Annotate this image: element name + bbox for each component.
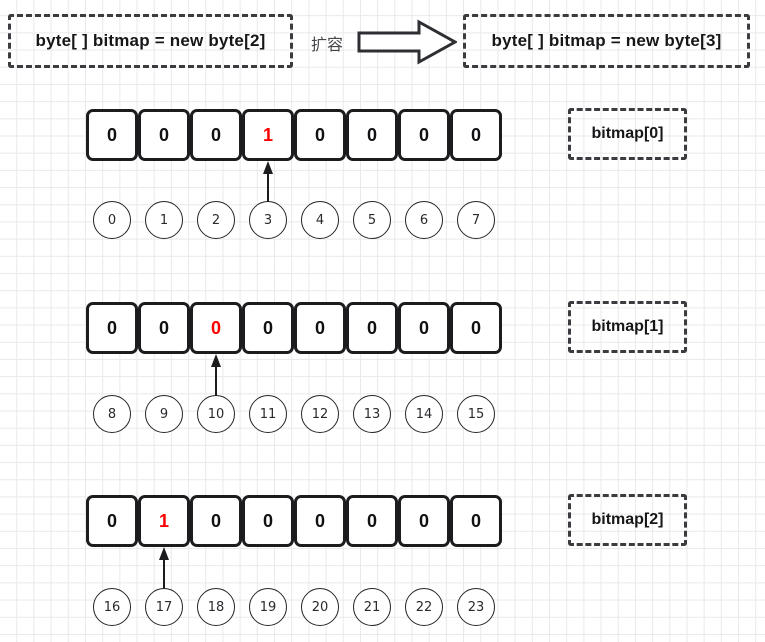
bit-index-circle[interactable]: 16 xyxy=(93,588,131,626)
bitmap-cell[interactable]: 0 xyxy=(398,495,450,547)
bit-index-circle[interactable]: 7 xyxy=(457,201,495,239)
bit-index-slot: 13 xyxy=(346,394,398,434)
bit-pointer-arrow-up-icon xyxy=(211,354,221,396)
bitmap-cell[interactable]: 0 xyxy=(86,495,138,547)
bitmap-cell[interactable]: 0 xyxy=(190,495,242,547)
bitmap-cell[interactable]: 1 xyxy=(138,495,190,547)
bitmap-cell[interactable]: 0 xyxy=(398,302,450,354)
bitmap-label-text: bitmap[1] xyxy=(591,318,664,335)
bitmap-cell[interactable]: 1 xyxy=(242,109,294,161)
code-box-before-text: byte[ ] bitmap = new byte[2] xyxy=(35,31,266,50)
bit-index-slot: 19 xyxy=(242,587,294,627)
bit-index-slot: 12 xyxy=(294,394,346,434)
bit-index-circle[interactable]: 22 xyxy=(405,588,443,626)
bitmap-label-box-0: bitmap[0] xyxy=(568,108,687,160)
bit-index-circle[interactable]: 0 xyxy=(93,201,131,239)
bit-index-circle[interactable]: 1 xyxy=(145,201,183,239)
bit-index-circle[interactable]: 19 xyxy=(249,588,287,626)
bit-index-circle[interactable]: 4 xyxy=(301,201,339,239)
bitmap-cell[interactable]: 0 xyxy=(450,109,502,161)
bit-index-slot: 23 xyxy=(450,587,502,627)
bit-index-slot: 16 xyxy=(86,587,138,627)
code-box-before: byte[ ] bitmap = new byte[2] xyxy=(8,14,293,68)
bitmap-cell[interactable]: 0 xyxy=(450,495,502,547)
bitmap-cell[interactable]: 0 xyxy=(346,109,398,161)
bit-index-circle[interactable]: 14 xyxy=(405,395,443,433)
bit-index-circle[interactable]: 8 xyxy=(93,395,131,433)
bit-index-row-2: 16 17 18 19 20 21 22 23 xyxy=(86,587,502,627)
bitmap-cell[interactable]: 0 xyxy=(138,302,190,354)
bit-index-slot: 17 xyxy=(138,587,190,627)
bitmap-cell[interactable]: 0 xyxy=(190,109,242,161)
bit-index-circle[interactable]: 11 xyxy=(249,395,287,433)
bitmap-cell[interactable]: 0 xyxy=(398,109,450,161)
bitmap-label-text: bitmap[2] xyxy=(591,511,664,528)
bit-index-slot: 3 xyxy=(242,200,294,240)
bitmap-cell[interactable]: 0 xyxy=(138,109,190,161)
block-right-arrow-icon xyxy=(357,19,457,65)
bitmap-cell[interactable]: 0 xyxy=(294,495,346,547)
code-box-after: byte[ ] bitmap = new byte[3] xyxy=(463,14,750,68)
bit-index-slot: 4 xyxy=(294,200,346,240)
bitmap-cell[interactable]: 0 xyxy=(242,495,294,547)
bit-index-circle[interactable]: 10 xyxy=(197,395,235,433)
bitmap-cell[interactable]: 0 xyxy=(86,302,138,354)
bit-index-circle[interactable]: 18 xyxy=(197,588,235,626)
bit-index-circle[interactable]: 23 xyxy=(457,588,495,626)
bit-index-circle[interactable]: 12 xyxy=(301,395,339,433)
bit-index-circle[interactable]: 20 xyxy=(301,588,339,626)
bitmap-cell[interactable]: 0 xyxy=(190,302,242,354)
bit-index-slot: 11 xyxy=(242,394,294,434)
bitmap-cell[interactable]: 0 xyxy=(242,302,294,354)
bit-index-slot: 8 xyxy=(86,394,138,434)
bit-index-slot: 0 xyxy=(86,200,138,240)
bitmap-cell[interactable]: 0 xyxy=(294,109,346,161)
bit-index-circle[interactable]: 6 xyxy=(405,201,443,239)
bit-index-slot: 7 xyxy=(450,200,502,240)
bit-index-circle[interactable]: 5 xyxy=(353,201,391,239)
bit-pointer-arrow-up-icon xyxy=(159,547,169,589)
transform-label: 扩容 xyxy=(311,35,344,54)
bit-index-circle[interactable]: 2 xyxy=(197,201,235,239)
code-box-after-text: byte[ ] bitmap = new byte[3] xyxy=(491,31,722,50)
bit-index-slot: 2 xyxy=(190,200,242,240)
bitmap-cell[interactable]: 0 xyxy=(294,302,346,354)
bit-index-circle[interactable]: 13 xyxy=(353,395,391,433)
bit-index-circle[interactable]: 9 xyxy=(145,395,183,433)
bit-index-slot: 9 xyxy=(138,394,190,434)
bitmap-cell[interactable]: 0 xyxy=(450,302,502,354)
bit-index-slot: 22 xyxy=(398,587,450,627)
bit-index-slot: 20 xyxy=(294,587,346,627)
bitmap-label-text: bitmap[0] xyxy=(591,125,664,142)
bit-index-circle[interactable]: 3 xyxy=(249,201,287,239)
bit-index-circle[interactable]: 17 xyxy=(145,588,183,626)
bit-index-slot: 10 xyxy=(190,394,242,434)
bit-index-circle[interactable]: 21 xyxy=(353,588,391,626)
bitmap-cell[interactable]: 0 xyxy=(346,302,398,354)
bit-pointer-arrow-up-icon xyxy=(263,161,273,202)
bit-index-slot: 21 xyxy=(346,587,398,627)
bit-index-slot: 5 xyxy=(346,200,398,240)
bit-index-slot: 15 xyxy=(450,394,502,434)
bit-index-slot: 18 xyxy=(190,587,242,627)
bitmap-cell[interactable]: 0 xyxy=(86,109,138,161)
bit-index-slot: 1 xyxy=(138,200,190,240)
bitmap-label-box-1: bitmap[1] xyxy=(568,301,687,353)
bit-index-circle[interactable]: 15 xyxy=(457,395,495,433)
bitmap-label-box-2: bitmap[2] xyxy=(568,494,687,546)
bit-index-slot: 14 xyxy=(398,394,450,434)
bit-index-slot: 6 xyxy=(398,200,450,240)
bitmap-cell[interactable]: 0 xyxy=(346,495,398,547)
